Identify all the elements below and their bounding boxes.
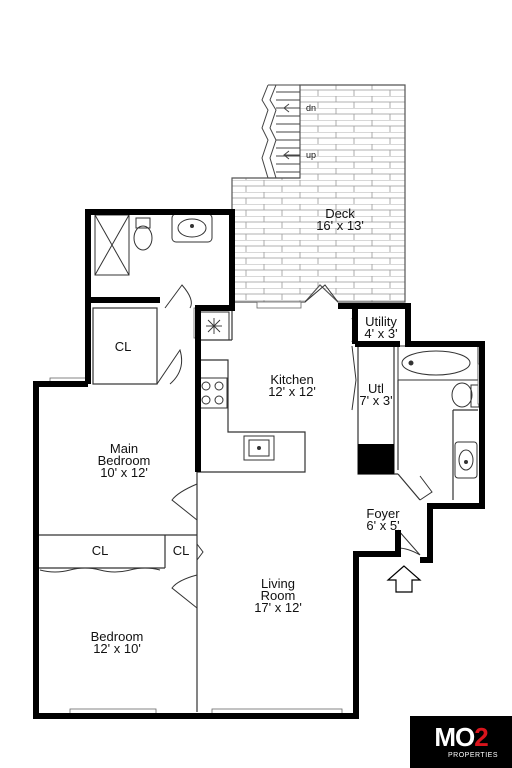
logo-wordmark: MO2 [410, 722, 512, 753]
logo-accent-text: 2 [474, 722, 489, 752]
closet-bifold-door [39, 567, 161, 573]
utl-name: Utl [368, 381, 384, 396]
living-room-name-1: Living [261, 576, 295, 591]
living-room-name-2: Room [261, 588, 296, 603]
water-heater [358, 444, 394, 474]
bedroom-name: Bedroom [91, 629, 144, 644]
deck-name: Deck [325, 206, 355, 221]
tub-fixtures [397, 345, 480, 479]
kitchen-name: Kitchen [270, 372, 313, 387]
deck [231, 84, 406, 303]
living-room-size: 17' x 12' [254, 600, 302, 615]
logo-subtitle: PROPERTIES [448, 752, 498, 759]
kitchen-size: 12' x 12' [268, 384, 316, 399]
deck-size: 16' x 13' [316, 218, 364, 233]
closet-label-upper: CL [115, 339, 132, 354]
main-bedroom-name-1: Main [110, 441, 138, 456]
foyer-size: 6' x 5' [366, 518, 399, 533]
main-bedroom-name-2: Bedroom [98, 453, 151, 468]
stairs-up-label: up [306, 150, 316, 160]
utility-size: 4' x 3' [364, 326, 397, 341]
closet-label-small: CL [173, 543, 190, 558]
logo-main-text: MO [434, 722, 475, 752]
company-logo: MO2 PROPERTIES [410, 716, 512, 768]
interior-walls [38, 307, 478, 712]
utility-name: Utility [365, 314, 397, 329]
closet-label-wide: CL [92, 543, 109, 558]
main-bedroom-size: 10' x 12' [100, 465, 148, 480]
entry-arrow-icon [386, 565, 422, 593]
kitchen-appliances [198, 311, 275, 461]
deck-stairs [261, 84, 300, 179]
stairs-down-label: dn [306, 103, 316, 113]
exterior-walls [33, 209, 485, 719]
utl-size: 7' x 3' [359, 393, 392, 408]
bathroom-fixtures [94, 213, 213, 276]
bedroom-size: 12' x 10' [93, 641, 141, 656]
foyer-name: Foyer [366, 506, 400, 521]
